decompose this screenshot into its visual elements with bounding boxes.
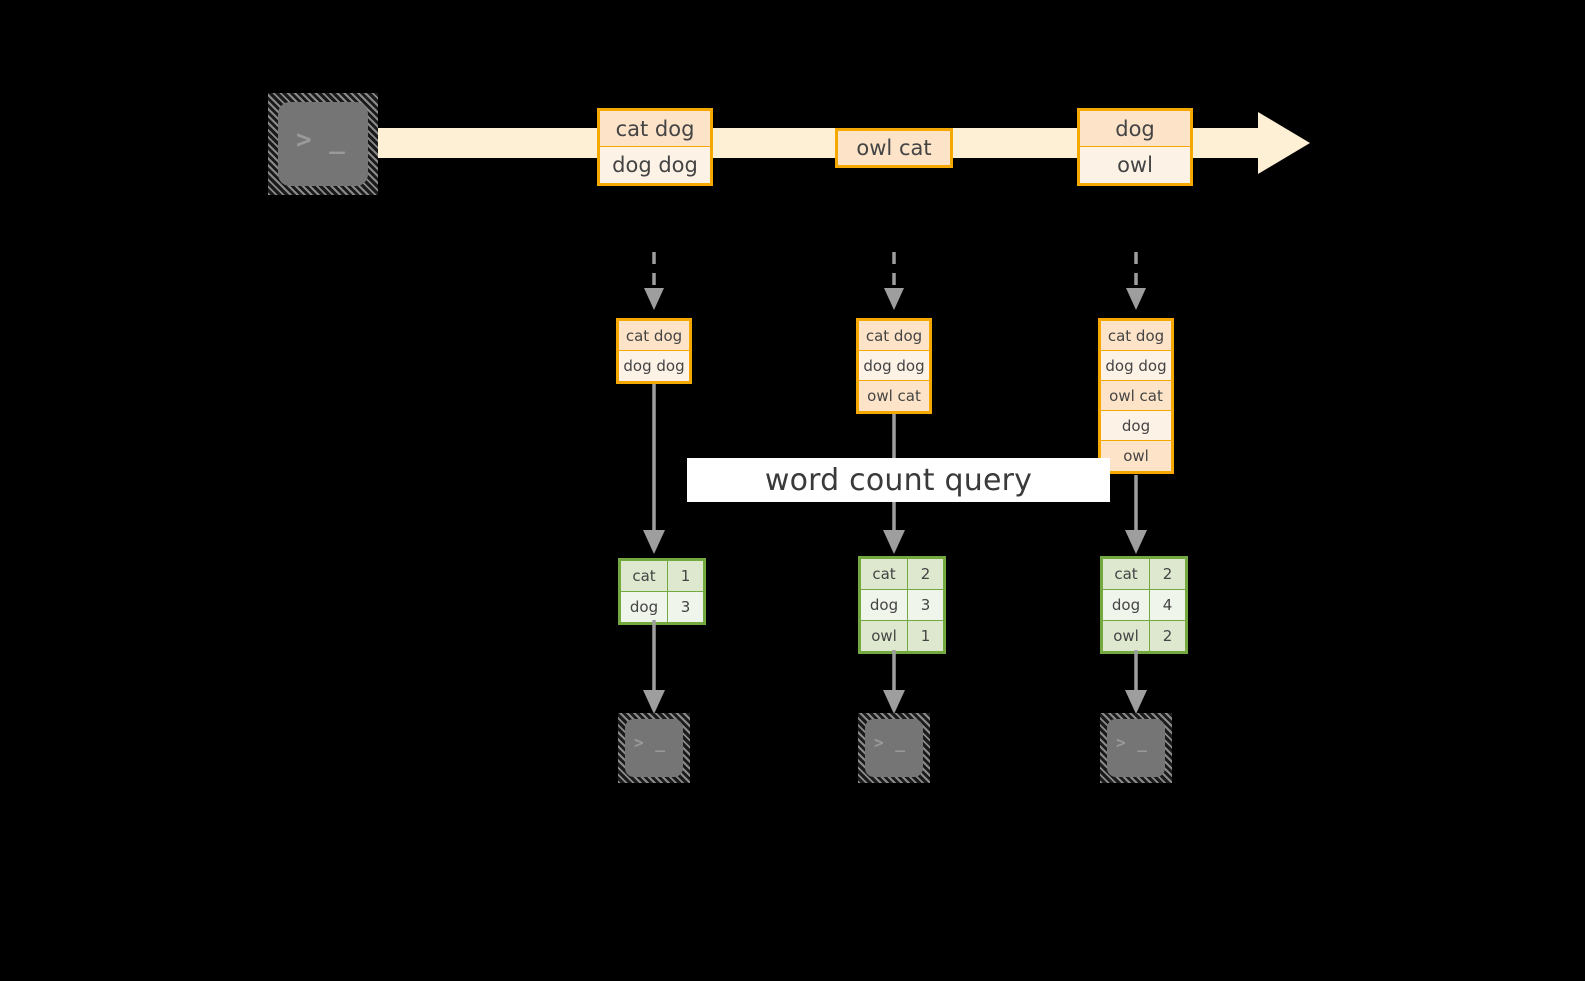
stream-source-terminal-icon[interactable]: > _ — [268, 93, 378, 195]
state-row: dog dog — [1101, 351, 1171, 381]
snapshot-2-result-table[interactable]: cat 2 dog 3 owl 1 — [858, 556, 946, 654]
stream-message-3[interactable]: dog owl — [1077, 108, 1193, 186]
terminal-prompt-glyph: > _ — [296, 125, 346, 155]
result-key: dog — [861, 590, 908, 620]
table-row: cat 1 — [621, 561, 703, 592]
stream-message-line: cat dog — [600, 111, 710, 147]
sink-connector-1 — [643, 620, 665, 714]
result-key: dog — [1103, 590, 1150, 620]
result-count: 4 — [1150, 590, 1185, 620]
table-row: owl 2 — [1103, 621, 1185, 651]
result-count: 3 — [668, 592, 703, 622]
snapshot-3-state-box[interactable]: cat dog dog dog owl cat dog owl — [1098, 318, 1174, 474]
state-row: owl cat — [1101, 381, 1171, 411]
state-row: owl — [1101, 441, 1171, 471]
result-key: dog — [621, 592, 668, 622]
terminal-prompt-glyph: > _ — [1116, 733, 1148, 752]
table-row: cat 2 — [861, 559, 943, 590]
word-count-query-label: word count query — [687, 458, 1110, 502]
snapshot-2-sink-terminal-icon[interactable]: > _ — [858, 713, 930, 783]
dashed-connector-3 — [1126, 252, 1146, 310]
state-row: cat dog — [1101, 321, 1171, 351]
stream-message-1[interactable]: cat dog dog dog — [597, 108, 713, 186]
result-count: 2 — [1150, 621, 1185, 651]
table-row: dog 3 — [621, 592, 703, 622]
terminal-prompt-glyph: > _ — [874, 733, 906, 752]
snapshot-1-state-box[interactable]: cat dog dog dog — [616, 318, 692, 384]
dashed-connector-1 — [644, 252, 664, 310]
snapshot-1-sink-terminal-icon[interactable]: > _ — [618, 713, 690, 783]
sink-connector-3 — [1125, 650, 1147, 714]
result-count: 2 — [908, 559, 943, 589]
state-row: cat dog — [859, 321, 929, 351]
snapshot-3-result-table[interactable]: cat 2 dog 4 owl 2 — [1100, 556, 1188, 654]
result-key: cat — [861, 559, 908, 589]
dashed-connector-2 — [884, 252, 904, 310]
table-row: dog 4 — [1103, 590, 1185, 621]
query-label-text: word count query — [764, 462, 1033, 498]
snapshot-3-sink-terminal-icon[interactable]: > _ — [1100, 713, 1172, 783]
result-count: 3 — [908, 590, 943, 620]
snapshot-1-result-table[interactable]: cat 1 dog 3 — [618, 558, 706, 625]
stream-message-line: owl cat — [838, 131, 950, 165]
state-row: dog dog — [859, 351, 929, 381]
stream-message-line: dog — [1080, 111, 1190, 147]
result-count: 1 — [668, 561, 703, 591]
state-row: dog dog — [619, 351, 689, 381]
query-connector-1 — [643, 382, 665, 554]
stream-message-line: owl — [1080, 147, 1190, 183]
result-count: 2 — [1150, 559, 1185, 589]
state-row: cat dog — [619, 321, 689, 351]
result-key: cat — [1103, 559, 1150, 589]
stream-message-line: dog dog — [600, 147, 710, 183]
terminal-prompt-glyph: > _ — [634, 733, 666, 752]
table-row: owl 1 — [861, 621, 943, 651]
result-key: owl — [861, 621, 908, 651]
state-row: dog — [1101, 411, 1171, 441]
query-connector-3 — [1125, 475, 1147, 554]
snapshot-2-state-box[interactable]: cat dog dog dog owl cat — [856, 318, 932, 414]
table-row: dog 3 — [861, 590, 943, 621]
stream-message-2[interactable]: owl cat — [835, 128, 953, 168]
result-key: cat — [621, 561, 668, 591]
result-key: owl — [1103, 621, 1150, 651]
table-row: cat 2 — [1103, 559, 1185, 590]
result-count: 1 — [908, 621, 943, 651]
sink-connector-2 — [883, 650, 905, 714]
state-row: owl cat — [859, 381, 929, 411]
